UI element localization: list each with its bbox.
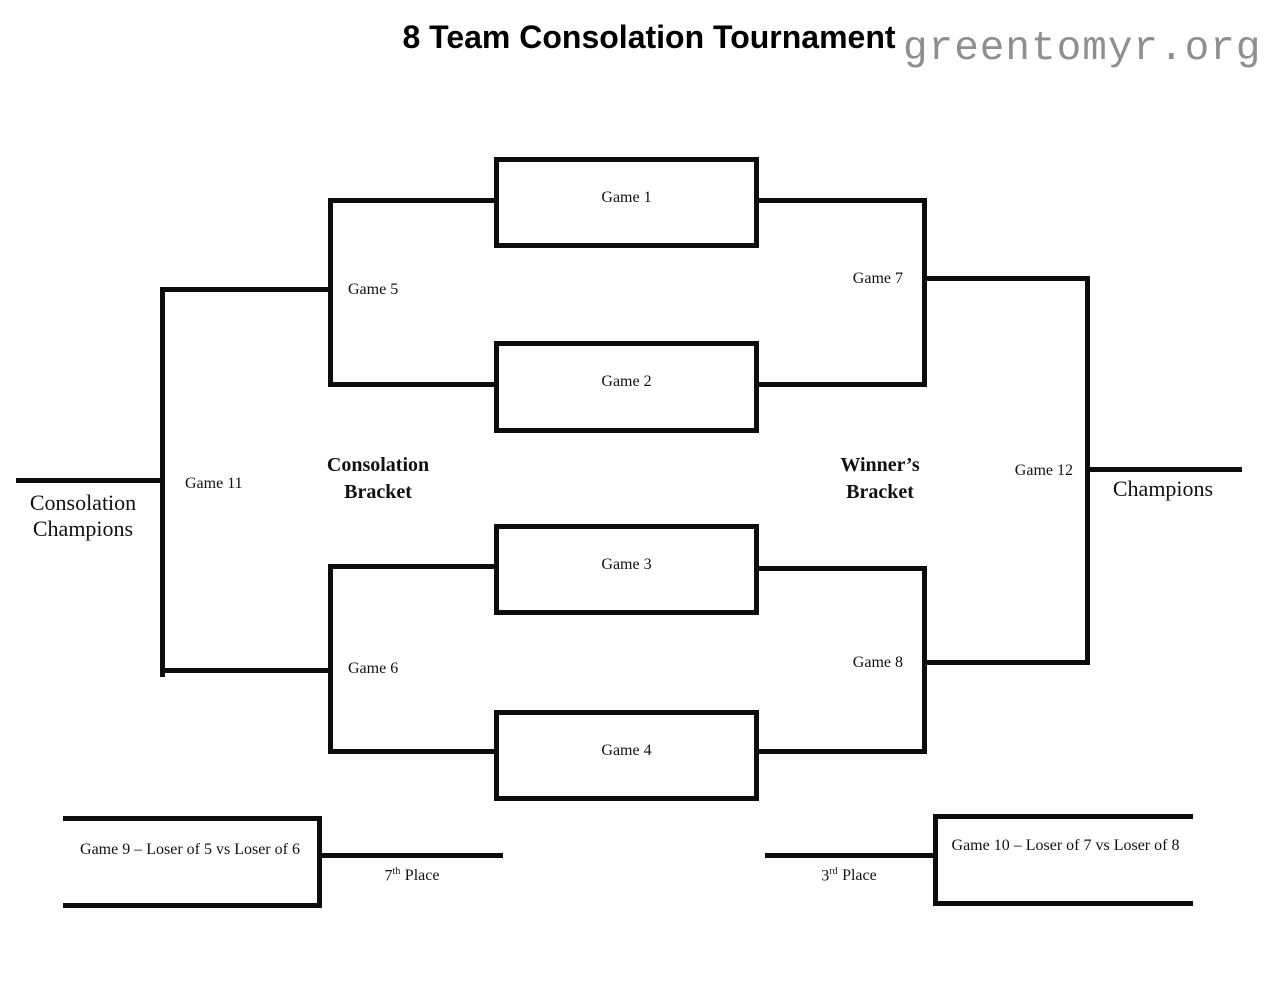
- winners-bracket-title-line2: Bracket: [846, 481, 914, 503]
- page-title: 8 Team Consolation Tournament: [402, 19, 896, 55]
- game-11-label: Game 11: [185, 475, 243, 492]
- game-3-box: Game 3: [494, 524, 759, 615]
- game-8-label: Game 8: [852, 654, 903, 671]
- game-3-label: Game 3: [601, 555, 652, 573]
- seventh-place-number: 7: [384, 867, 393, 885]
- champion-line: [1085, 467, 1242, 472]
- game-10-label: Game 10 – Loser of 7 vs Loser of 8: [951, 837, 1180, 854]
- game-1-box: Game 1: [494, 157, 759, 248]
- game-6-bracket-vertical-line: [328, 564, 333, 754]
- game-8-winner-line: [922, 660, 1090, 665]
- third-place-word: Place: [842, 867, 877, 885]
- watermark-text: greentomyr.org: [903, 26, 1262, 72]
- game-12-label: Game 12: [1014, 462, 1073, 479]
- third-place-line: [765, 853, 935, 858]
- game-6-top-connector-line: [328, 564, 494, 569]
- consolation-bracket-title: Consolation Bracket: [300, 452, 456, 506]
- game-8-bottom-connector-line: [759, 749, 922, 754]
- seventh-place-line: [318, 853, 503, 858]
- consolation-champions-line1: Consolation: [29, 490, 137, 515]
- game-7-bracket-vertical-line: [922, 198, 927, 387]
- game-7-bottom-connector-line: [759, 382, 922, 387]
- consolation-bracket-title-line2: Bracket: [344, 481, 412, 503]
- consolation-bracket-title-line1: Consolation: [326, 454, 430, 476]
- consolation-champions-line2: Champions: [32, 516, 134, 541]
- game-10-box: Game 10 – Loser of 7 vs Loser of 8: [933, 814, 1193, 906]
- consolation-champions-label: Consolation Champions: [8, 490, 158, 542]
- game-9-box: Game 9 – Loser of 5 vs Loser of 6: [63, 816, 322, 908]
- game-1-label: Game 1: [601, 188, 652, 206]
- game-5-winner-line: [160, 287, 333, 292]
- third-place-ordinal: rd: [829, 866, 838, 877]
- game-5-top-connector-line: [328, 198, 494, 203]
- seventh-place-word: Place: [404, 867, 440, 885]
- seventh-place-ordinal: th: [392, 866, 401, 877]
- game-8-top-connector-line: [759, 566, 922, 571]
- game-4-box: Game 4: [494, 710, 759, 801]
- game-4-label: Game 4: [601, 741, 652, 759]
- game-6-label: Game 6: [348, 660, 399, 677]
- game-7-top-connector-line: [759, 198, 922, 203]
- game-2-label: Game 2: [601, 373, 652, 390]
- champions-label: Champions: [1112, 476, 1214, 501]
- game-5-bottom-connector-line: [328, 382, 494, 387]
- game-9-label: Game 9 – Loser of 5 vs Loser of 6: [80, 841, 300, 858]
- game-2-box: Game 2: [494, 341, 759, 433]
- third-place-number: 3: [821, 867, 830, 885]
- third-place-label: 3rd Place: [767, 862, 931, 885]
- game-5-label: Game 5: [348, 281, 399, 298]
- game-6-bottom-connector-line: [328, 749, 494, 754]
- game-7-winner-line: [922, 276, 1090, 281]
- game-5-bracket-vertical-line: [328, 198, 333, 387]
- game-6-winner-line: [160, 668, 333, 673]
- game-7-label: Game 7: [852, 270, 903, 287]
- winners-bracket-title: Winner’s Bracket: [802, 452, 958, 506]
- winners-bracket-title-line1: Winner’s: [840, 454, 920, 476]
- consolation-champion-line: [16, 478, 165, 483]
